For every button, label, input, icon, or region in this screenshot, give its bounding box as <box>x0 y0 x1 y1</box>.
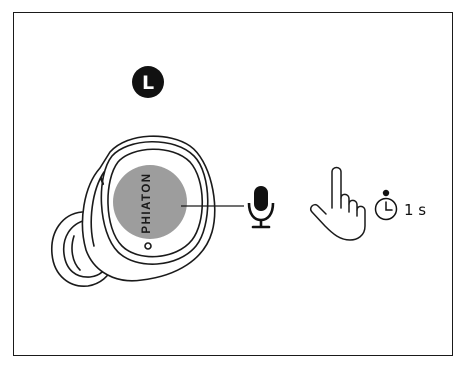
stopwatch-icon <box>374 189 398 221</box>
duration-label: 1 s <box>404 201 426 219</box>
microphone-icon <box>247 186 275 229</box>
left-side-letter: L <box>142 72 154 94</box>
touch-pad <box>113 165 187 239</box>
illustration-frame <box>13 12 453 356</box>
tap-hand-icon <box>309 166 366 241</box>
brand-label: PHIATON <box>141 172 153 233</box>
left-side-badge: L <box>132 66 164 98</box>
